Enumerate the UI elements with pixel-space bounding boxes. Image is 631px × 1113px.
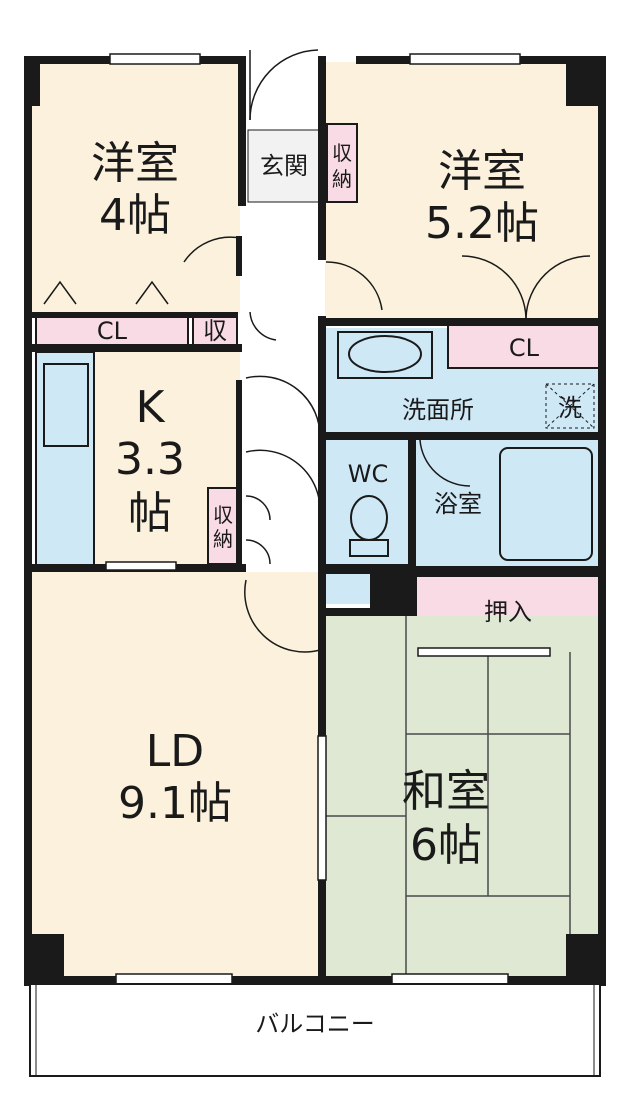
closet-west-label: CL <box>97 317 128 345</box>
kitchen-storage-label-1: 収 <box>213 503 233 527</box>
balcony-label: バルコニー <box>255 1010 375 1038</box>
entrance-storage <box>326 123 358 203</box>
oshiire-label: 押入 <box>484 598 532 626</box>
living-dining-size: 9.1帖 <box>118 778 232 829</box>
bedroom-west-size: 4帖 <box>99 190 171 241</box>
vanity-bowl <box>348 335 422 373</box>
entrance-floor <box>247 129 321 203</box>
toilet-bowl <box>350 495 388 541</box>
small-storage-label: 収 <box>203 317 227 345</box>
washer-cross-2 <box>545 383 595 429</box>
kitchen-storage-label-2: 納 <box>213 527 233 551</box>
windows <box>105 53 551 985</box>
entrance-storage-label-1: 収 <box>332 141 352 165</box>
kitchen-size-unit: 帖 <box>128 488 172 539</box>
bath-label: 浴室 <box>434 490 482 518</box>
balcony <box>29 983 601 1077</box>
toilet-tank <box>349 539 389 557</box>
japanese-room-size: 6帖 <box>410 820 482 871</box>
bedroom-west-name: 洋室 <box>91 138 179 189</box>
door-swings <box>43 49 591 653</box>
bedroom-east-name: 洋室 <box>438 146 526 197</box>
kitchen-sink <box>43 363 89 447</box>
closet-east-cover <box>447 323 601 369</box>
bathtub <box>499 447 593 561</box>
bedroom-east-size: 5.2帖 <box>425 198 539 249</box>
japanese-room-name: 和室 <box>402 766 490 817</box>
japanese-room-floor <box>326 616 600 976</box>
living-dining-floor <box>30 572 320 976</box>
entrance-label: 玄関 <box>260 152 308 180</box>
washer-label: 洗 <box>558 394 582 422</box>
washroom-label: 洗面所 <box>402 396 474 424</box>
toilet-label: WC <box>348 460 389 488</box>
kitchen-size-number: 3.3 <box>115 434 185 485</box>
bedroom-east-floor <box>325 62 600 324</box>
closet-east-label: CL <box>509 334 540 362</box>
kitchen-storage <box>207 487 239 565</box>
living-dining-name: LD <box>146 726 204 777</box>
kitchen-name: K <box>136 382 166 433</box>
entrance-storage-label-2: 納 <box>332 167 352 191</box>
tatami-lines <box>326 616 571 976</box>
bedroom-west-floor <box>30 62 240 314</box>
